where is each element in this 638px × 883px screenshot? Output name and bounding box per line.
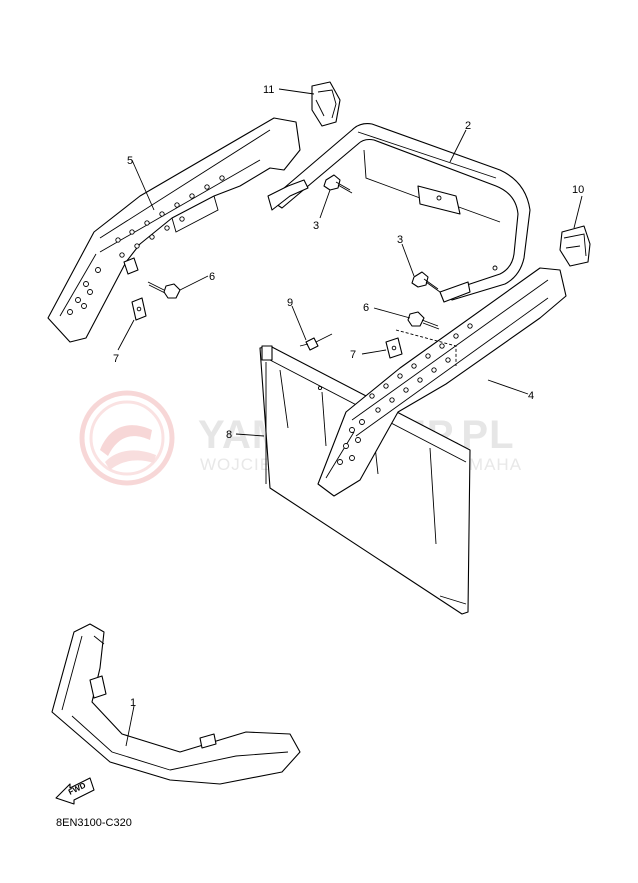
part-1-front-guard bbox=[51, 623, 301, 785]
part-4-right-step bbox=[317, 267, 567, 497]
step-holes bbox=[67, 175, 225, 315]
part-5-left-step bbox=[47, 117, 301, 343]
callout-4: 4 bbox=[528, 390, 534, 402]
part-6-bolt-right bbox=[407, 311, 440, 330]
part-9-rivet bbox=[299, 333, 333, 351]
part-11-pad bbox=[311, 81, 341, 127]
callout-numbers: 11 2 3 3 10 5 6 7 9 6 7 8 4 1 bbox=[113, 84, 584, 709]
part-3-bolt-lower bbox=[411, 271, 441, 293]
catalog-code: 8EN3100-C320 bbox=[56, 817, 132, 829]
step-holes-right bbox=[337, 323, 473, 465]
callout-3-lower: 3 bbox=[397, 234, 403, 246]
callout-8: 8 bbox=[226, 429, 232, 441]
callout-7-right: 7 bbox=[350, 349, 356, 361]
callout-6-right: 6 bbox=[363, 302, 369, 314]
part-10-pad bbox=[559, 225, 591, 267]
part-7-clip-left bbox=[131, 297, 147, 321]
callout-1: 1 bbox=[130, 697, 136, 709]
callout-3-upper: 3 bbox=[313, 220, 319, 232]
part-2-grab-bar bbox=[267, 123, 531, 303]
watermark-logo-icon bbox=[79, 390, 175, 486]
leader-lines bbox=[117, 88, 583, 747]
part-3-bolt-upper bbox=[323, 174, 353, 194]
callout-2: 2 bbox=[465, 120, 471, 132]
callout-9: 9 bbox=[287, 297, 293, 309]
part-7-clip-right bbox=[385, 337, 403, 359]
callout-7-left: 7 bbox=[113, 353, 119, 365]
callout-5: 5 bbox=[127, 155, 133, 167]
part-6-bolt-left bbox=[147, 281, 181, 299]
callout-6-left: 6 bbox=[209, 271, 215, 283]
callout-10: 10 bbox=[572, 184, 584, 196]
callout-11: 11 bbox=[263, 84, 274, 96]
fwd-arrow-icon: FWD bbox=[55, 777, 95, 805]
